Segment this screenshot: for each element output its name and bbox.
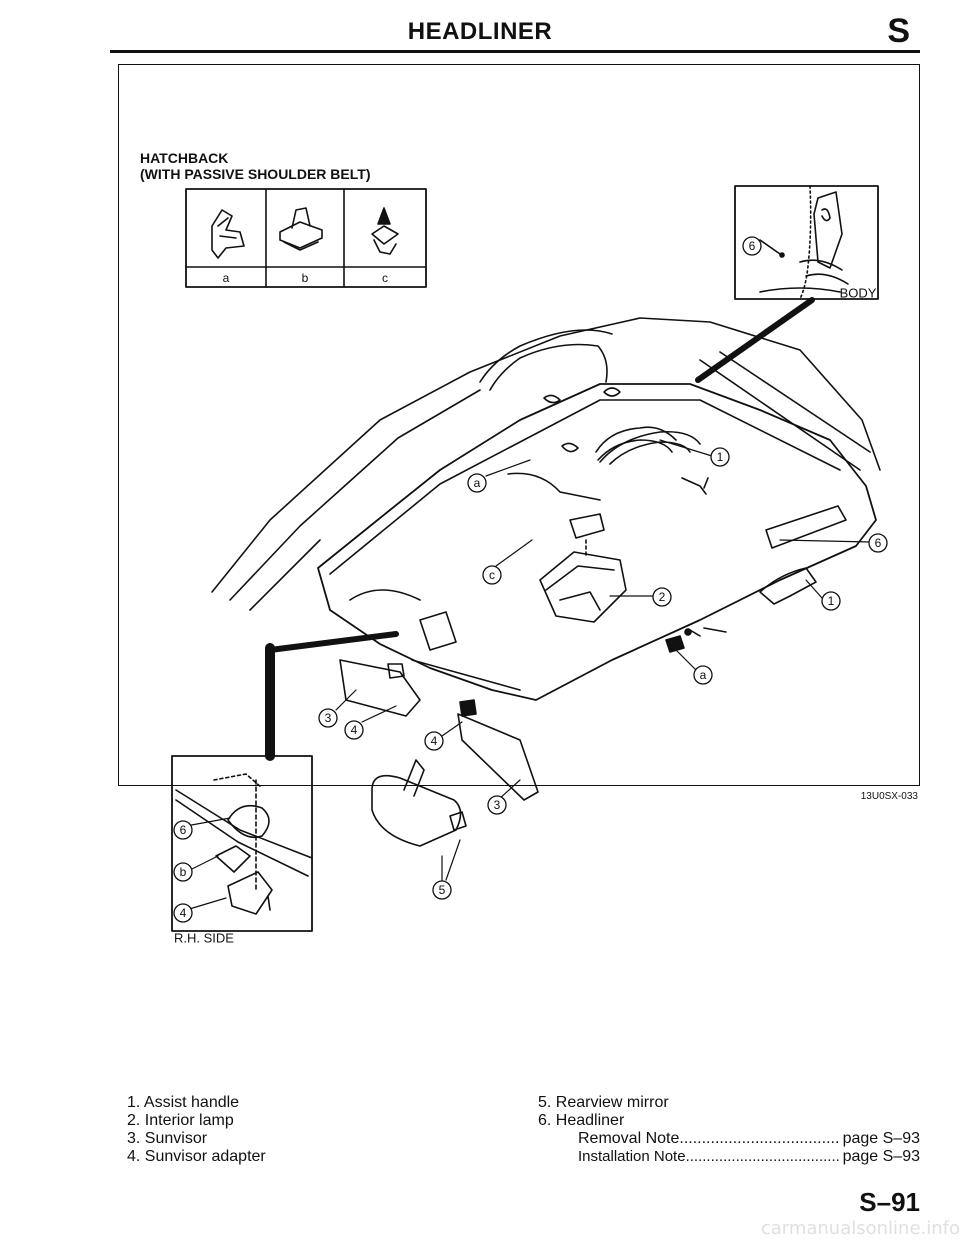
- figure-caption: HATCHBACK (WITH PASSIVE SHOULDER BELT): [140, 150, 370, 182]
- callout-3-left: 3: [325, 711, 332, 725]
- rh-side-detail-inset: [171, 755, 313, 932]
- callout-1-upper: 1: [717, 450, 724, 464]
- inset-rh-side-label: R.H. SIDE: [174, 931, 234, 946]
- callout-a-lower: a: [700, 668, 707, 682]
- callout-3-right: 3: [494, 798, 501, 812]
- callout-2: 2: [659, 590, 666, 604]
- clip-b-icon: [279, 207, 323, 251]
- interior-lamp: [539, 513, 627, 623]
- sunvisor-right: [457, 699, 539, 801]
- figure-caption-line2: (WITH PASSIVE SHOULDER BELT): [140, 166, 371, 182]
- fastener-label-b: b: [302, 271, 309, 285]
- part-item-3: 3. Sunvisor: [127, 1130, 208, 1147]
- callout-4-left: 4: [351, 723, 358, 737]
- inset-body-label: BODY: [840, 286, 877, 301]
- headliner-panel: [317, 383, 877, 701]
- part-item-4: 4. Sunvisor adapter: [127, 1148, 266, 1165]
- callout-5: 5: [439, 883, 446, 897]
- vehicle-roof-outline: [211, 317, 881, 611]
- installation-note-page: page S–93: [842, 1148, 920, 1165]
- part-item-6: 6. Headliner: [538, 1112, 625, 1129]
- figure-frame: [118, 64, 920, 786]
- figure-code: 13U0SX-033: [860, 791, 918, 802]
- clip-c-icon: [371, 207, 399, 255]
- section-letter: S: [887, 12, 910, 50]
- part-item-5: 5. Rearview mirror: [538, 1094, 669, 1111]
- fastener-label-a: a: [223, 271, 230, 285]
- clip-a-icon: [211, 209, 245, 259]
- callout-leaders: [185, 439, 871, 911]
- callout-6-body-inset: 6: [749, 239, 756, 253]
- body-detail-inset: [734, 185, 879, 300]
- callout-1-side: 1: [828, 594, 835, 608]
- fastener-legend: [185, 188, 427, 288]
- callout-6-inset: 6: [180, 823, 187, 837]
- callout-b-inset: b: [180, 865, 187, 879]
- part-item-1: 1. Assist handle: [127, 1094, 240, 1111]
- sunvisor-left: [339, 659, 421, 717]
- part-item-2: 2. Interior lamp: [127, 1112, 234, 1129]
- page-number: S–91: [859, 1187, 920, 1217]
- callout-4-right: 4: [431, 734, 438, 748]
- fastener-label-c: c: [382, 271, 388, 285]
- removal-note-row: Removal Note page S–93: [538, 1130, 920, 1148]
- assist-handle-side: [665, 567, 817, 653]
- parts-list-right: 5. Rearview mirror 6. Headliner Removal …: [538, 1094, 920, 1166]
- callout-a-upper: a: [474, 476, 481, 490]
- rearview-mirror: [371, 759, 467, 847]
- removal-note-page: page S–93: [842, 1130, 920, 1147]
- footer-watermark: carmanualsonline.info: [760, 1218, 960, 1239]
- installation-note-row: Installation Note page S–93: [538, 1148, 920, 1166]
- callout-6-right: 6: [875, 536, 882, 550]
- headliner-detail-lines: [419, 387, 847, 651]
- removal-note-label: Removal Note: [578, 1130, 680, 1147]
- callout-circles: [173, 236, 888, 923]
- removal-note-dots: [679, 1130, 838, 1148]
- header-rule: [110, 50, 920, 53]
- installation-note-label: Installation Note: [578, 1148, 686, 1165]
- callout-c: c: [489, 568, 495, 582]
- installation-note-dots: [686, 1148, 839, 1166]
- page-title: HEADLINER: [407, 18, 553, 45]
- parts-list-left: 1. Assist handle 2. Interior lamp 3. Sun…: [127, 1094, 266, 1166]
- figure-caption-line1: HATCHBACK: [140, 150, 229, 166]
- callout-4-inset: 4: [180, 906, 187, 920]
